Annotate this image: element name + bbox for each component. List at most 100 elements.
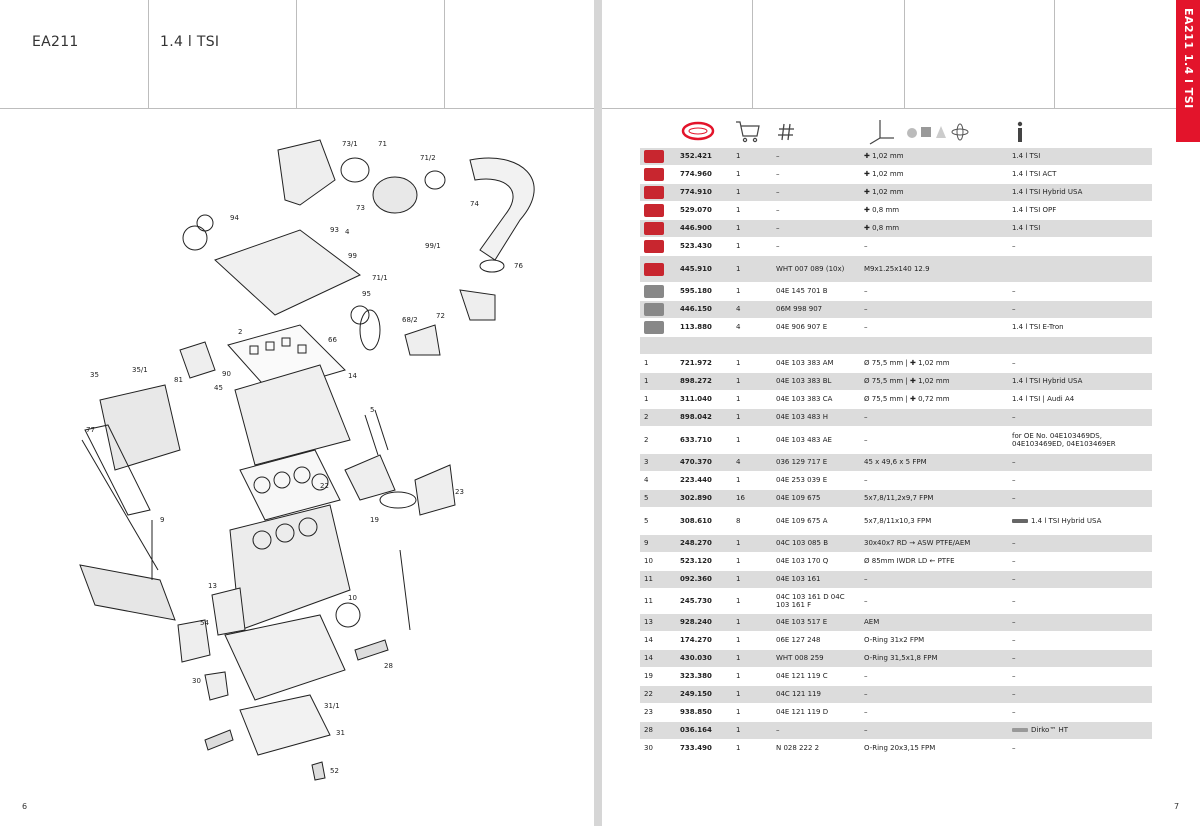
oe-number-cell: – bbox=[772, 148, 860, 166]
quantity-cell: 1 bbox=[732, 739, 772, 758]
note-cell: – bbox=[1008, 588, 1152, 614]
belt-19 bbox=[379, 491, 417, 509]
part-number-cell bbox=[676, 336, 732, 355]
callout-4: 4 bbox=[345, 228, 350, 236]
part-number-cell: 529.070 bbox=[676, 201, 732, 220]
oe-number-cell: N 028 222 2 bbox=[772, 739, 860, 758]
note-cell: – bbox=[1008, 685, 1152, 704]
note-cell: 1.4 l TSI ACT bbox=[1008, 165, 1152, 184]
part-number-cell: 633.710 bbox=[676, 426, 732, 454]
callout-94: 94 bbox=[230, 214, 239, 222]
timing-cover bbox=[404, 324, 441, 356]
part-number-cell: 223.440 bbox=[676, 471, 732, 490]
quantity-cell: 1 bbox=[732, 588, 772, 614]
callout-10: 10 bbox=[348, 594, 357, 602]
timing-pulley-2 bbox=[196, 214, 214, 232]
callout-23: 23 bbox=[455, 488, 464, 496]
turbocharger bbox=[372, 176, 418, 214]
spec-cell: ✚ 1,02 mm bbox=[860, 183, 1008, 202]
callout-31: 31 bbox=[336, 729, 345, 737]
callout-90: 90 bbox=[222, 370, 231, 378]
spec-cell: ✚ 1,02 mm bbox=[860, 165, 1008, 184]
callout-22: 22 bbox=[320, 482, 329, 490]
position-cell bbox=[640, 219, 676, 238]
part-number-cell: 470.370 bbox=[676, 453, 732, 472]
quantity-cell: 1 bbox=[732, 237, 772, 256]
component-thumb-icon bbox=[644, 285, 664, 298]
position-cell bbox=[640, 237, 676, 256]
spec-cell: – bbox=[860, 237, 1008, 256]
oe-number-cell: – bbox=[772, 721, 860, 740]
note-cell: 1.4 l TSI Hybrid USA bbox=[1008, 507, 1152, 535]
intake-gasket-77 bbox=[84, 424, 151, 516]
spec-cell: ✚ 1,02 mm bbox=[860, 148, 1008, 166]
spec-cell: Ø 75,5 mm | ✚ 1,02 mm bbox=[860, 372, 1008, 391]
header-cell-3 bbox=[904, 0, 1055, 108]
spec-cell: M9x1.25x140 12.9 bbox=[860, 255, 1008, 283]
quantity-cell: 1 bbox=[732, 534, 772, 553]
oe-number-cell: 036 129 717 E bbox=[772, 453, 860, 472]
gasket-set-thumb-icon bbox=[644, 186, 664, 199]
quantity-cell: 1 bbox=[732, 667, 772, 686]
spec-cell bbox=[860, 336, 1008, 355]
note-cell: – bbox=[1008, 552, 1152, 571]
spec-cell: – bbox=[860, 667, 1008, 686]
quantity-cell: 1 bbox=[732, 372, 772, 391]
callout-81: 81 bbox=[174, 376, 183, 384]
component-thumb-icon bbox=[644, 321, 664, 334]
oe-number-cell: 04E 253 039 E bbox=[772, 471, 860, 490]
note-cell: – bbox=[1008, 282, 1152, 301]
timing-belt bbox=[359, 309, 381, 351]
part-number-cell: 302.890 bbox=[676, 489, 732, 508]
quantity-cell: 1 bbox=[732, 148, 772, 166]
note-cell: – bbox=[1008, 534, 1152, 553]
callout-71: 71 bbox=[378, 140, 387, 148]
position-cell: 30 bbox=[640, 739, 676, 758]
oil-pan-lower bbox=[239, 694, 331, 756]
position-cell bbox=[640, 201, 676, 220]
position-cell: 5 bbox=[640, 507, 676, 535]
component-thumb-icon bbox=[644, 303, 664, 316]
spec-cell: O-Ring 20x3,15 FPM bbox=[860, 739, 1008, 758]
note-cell bbox=[1008, 255, 1152, 283]
callout-54: 54 bbox=[200, 619, 209, 627]
oe-number-cell: – bbox=[772, 237, 860, 256]
callout-35-1: 35/1 bbox=[132, 366, 148, 374]
oe-number-cell: – bbox=[772, 165, 860, 184]
spec-cell: 5x7,8/11,2x9,7 FPM bbox=[860, 489, 1008, 508]
spec-cell: AEM bbox=[860, 613, 1008, 632]
spec-cell: 30x40x7 RD → ASW PTFE/AEM bbox=[860, 534, 1008, 553]
oe-number-cell: 04C 103 161 D 04C 103 161 F bbox=[772, 588, 860, 614]
part-number-cell: 311.040 bbox=[676, 390, 732, 409]
callout-45: 45 bbox=[214, 384, 223, 392]
position-cell: 13 bbox=[640, 613, 676, 632]
position-cell: 11 bbox=[640, 588, 676, 614]
oe-number-cell: – bbox=[772, 201, 860, 220]
catalytic-converter bbox=[277, 139, 336, 206]
callout-19: 19 bbox=[370, 516, 379, 524]
note-cell: – bbox=[1008, 354, 1152, 373]
quantity-cell: 4 bbox=[732, 300, 772, 319]
position-cell: 9 bbox=[640, 534, 676, 553]
elring-logo-icon bbox=[681, 121, 715, 141]
callout-13: 13 bbox=[208, 582, 217, 590]
part-number-cell: 898.042 bbox=[676, 408, 732, 427]
callout-14: 14 bbox=[348, 372, 357, 380]
note-cell: – bbox=[1008, 667, 1152, 686]
quantity-cell: 1 bbox=[732, 255, 772, 283]
page-number-right: 7 bbox=[1174, 802, 1180, 811]
callout-71-1: 71/1 bbox=[372, 274, 388, 282]
water-pump bbox=[344, 454, 396, 501]
oe-number-cell: 04E 103 383 AM bbox=[772, 354, 860, 373]
engine-variant: 1.4 l TSI bbox=[160, 34, 220, 50]
note-cell: – bbox=[1008, 300, 1152, 319]
spec-cell: – bbox=[860, 471, 1008, 490]
